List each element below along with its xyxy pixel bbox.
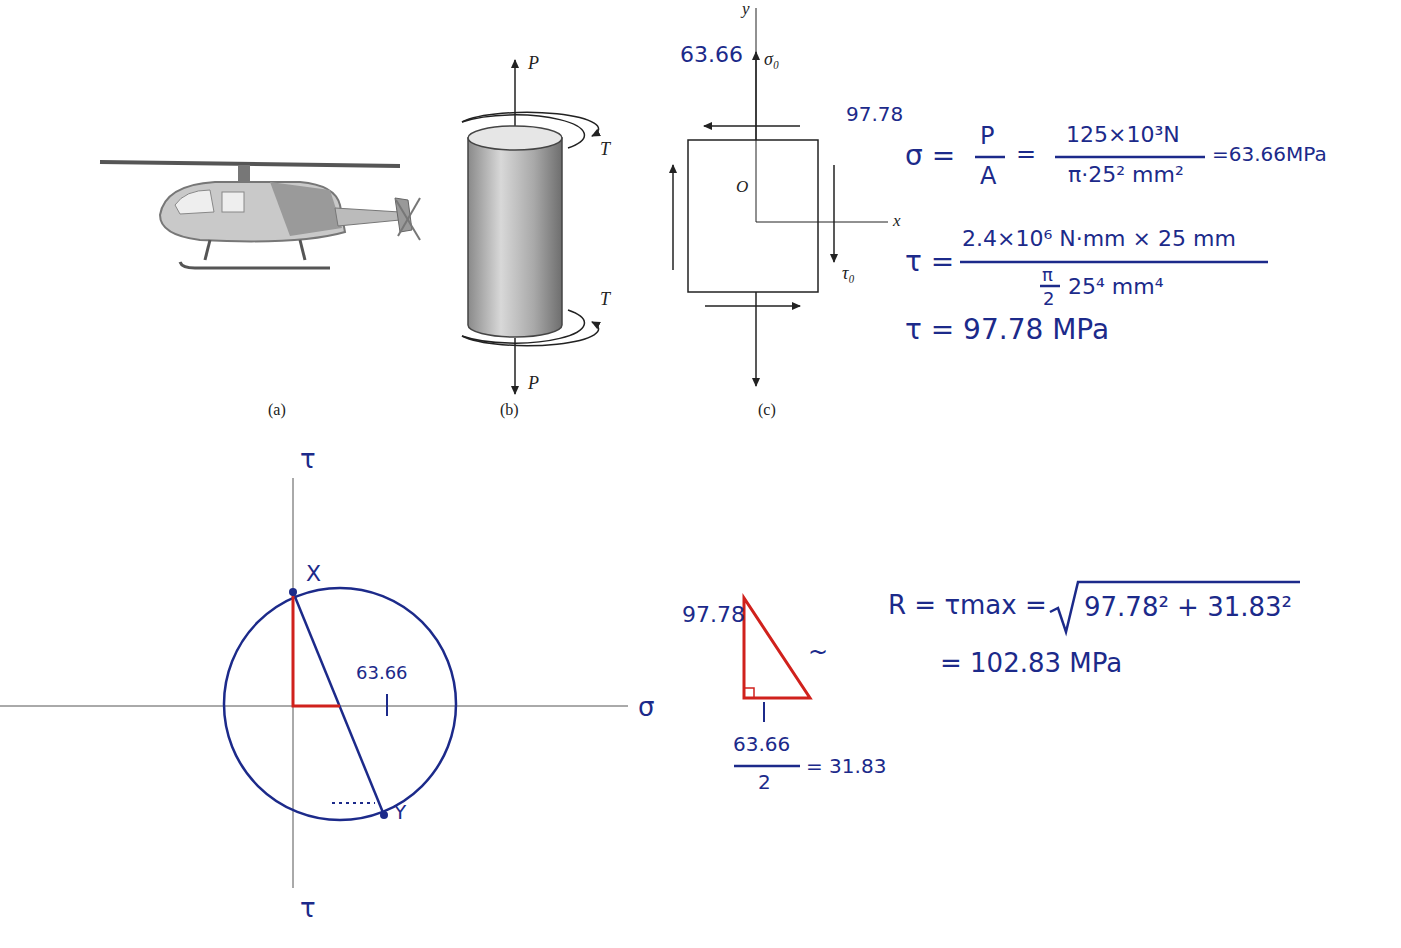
- axis-label: τ: [300, 895, 316, 921]
- axis-label: x: [893, 212, 901, 229]
- result: τ = 97.78 MPa: [905, 316, 1109, 344]
- formula: τ =: [905, 248, 954, 276]
- formula: 2: [1043, 290, 1054, 308]
- formula: 2.4×10⁶ N·mm × 25 mm: [962, 228, 1236, 250]
- result: = 102.83 MPa: [940, 650, 1122, 676]
- figure-tag: (c): [758, 402, 776, 418]
- triangle-sketch: [744, 598, 810, 722]
- value-note: 63.66: [356, 664, 408, 682]
- formula: P: [980, 124, 994, 148]
- formula: π·25² mm²: [1068, 164, 1184, 186]
- mohr-circle: [0, 478, 628, 888]
- fraction-bars: [734, 157, 1300, 766]
- helicopter: [100, 162, 420, 268]
- formula: A: [980, 164, 996, 188]
- shaft-cylinder: [462, 60, 599, 394]
- value-note: 97.78: [682, 604, 745, 626]
- stress-element: [673, 8, 888, 386]
- formula: 125×10³N: [1066, 124, 1180, 146]
- formula: =63.66MPa: [1212, 144, 1327, 164]
- formula: π: [1042, 266, 1053, 284]
- value-note: = 31.83: [806, 756, 886, 776]
- value-note: 2: [758, 772, 771, 792]
- formula: =: [1016, 142, 1036, 166]
- formula: R = τmax =: [888, 592, 1047, 618]
- stress-label: σ₀: [764, 50, 779, 68]
- axis-label: y: [742, 0, 750, 17]
- torque-label: T: [600, 290, 610, 308]
- formula: 97.78² + 31.83²: [1084, 594, 1292, 620]
- force-label: P: [528, 374, 539, 392]
- stress-label: τ₀: [842, 264, 855, 282]
- value-note: ~: [808, 640, 828, 664]
- formula: 25⁴ mm⁴: [1068, 276, 1164, 298]
- value-note: 63.66: [680, 44, 743, 66]
- value-note: 97.78: [846, 104, 903, 124]
- point-label: Y: [394, 802, 406, 822]
- torque-label: T: [600, 140, 610, 158]
- point-label: X: [306, 563, 321, 585]
- value-note: 63.66: [733, 734, 790, 754]
- axis-label: τ: [300, 446, 316, 472]
- origin-label: O: [736, 178, 748, 195]
- axis-label: σ: [638, 694, 654, 720]
- force-label: P: [528, 54, 539, 72]
- figure-tag: (a): [268, 402, 286, 418]
- figure-tag: (b): [500, 402, 519, 418]
- formula: σ =: [905, 142, 955, 170]
